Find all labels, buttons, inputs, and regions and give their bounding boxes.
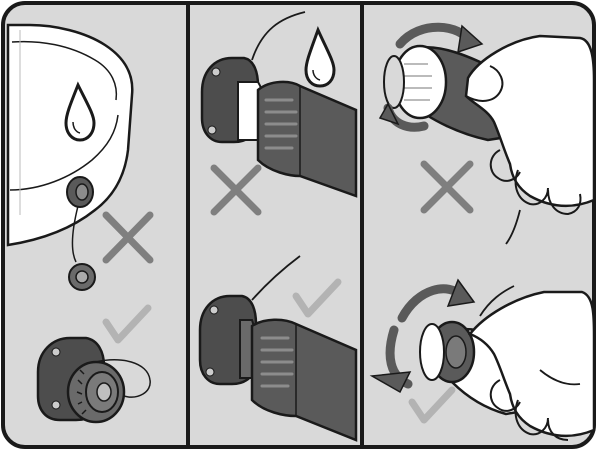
instruction-figure bbox=[0, 0, 597, 450]
instruction-illustration bbox=[0, 0, 597, 450]
